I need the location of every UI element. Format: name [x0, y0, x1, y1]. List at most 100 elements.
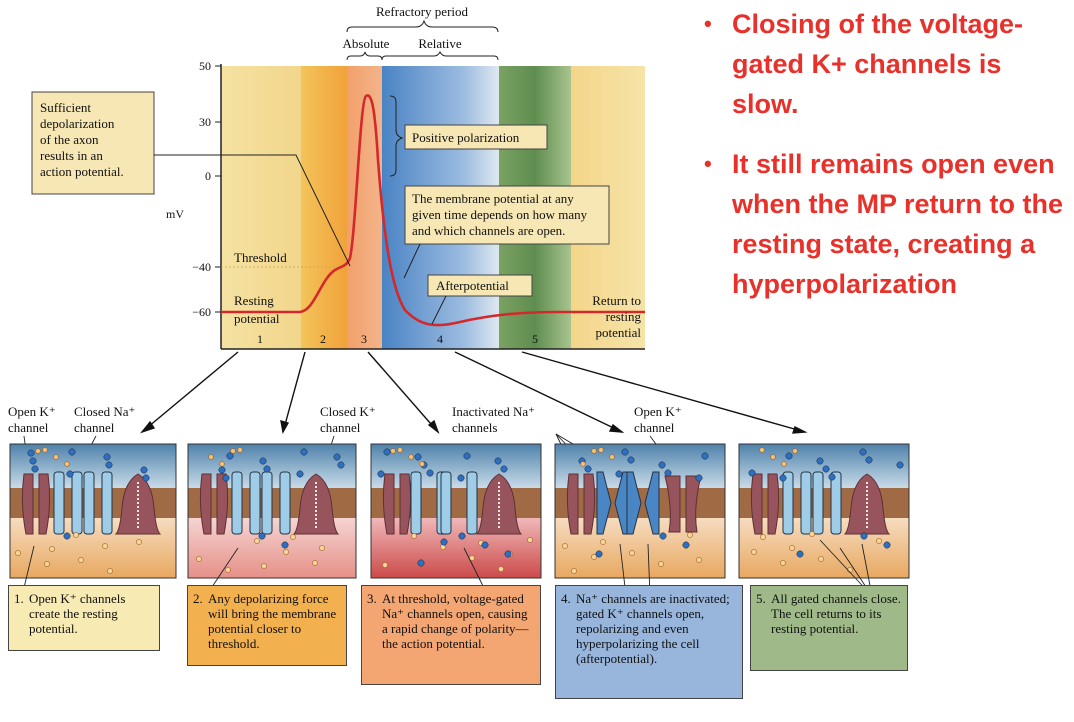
na-ion-icon: [822, 465, 830, 473]
na-channel-icon: [249, 471, 261, 535]
absolute-bracket: [346, 51, 383, 61]
k-ion-icon: [219, 461, 225, 467]
na-ion-icon: [883, 541, 891, 549]
resting-label-line1: Resting: [234, 293, 274, 308]
na-ion-icon: [259, 457, 267, 465]
k-ion-icon: [261, 563, 267, 569]
y-tick-30: 30: [199, 115, 211, 129]
na-channel-icon: [101, 471, 113, 535]
k-ion-icon: [411, 533, 417, 539]
y-tick-0: 0: [205, 169, 211, 183]
bullet-1: • Closing of the voltage-gated K+ channe…: [704, 4, 1064, 124]
k-ion-icon: [876, 538, 882, 544]
k-ion-icon: [696, 557, 702, 563]
membrane-panel-4: [554, 443, 726, 579]
bullet-dot-icon: •: [704, 11, 712, 36]
caption-5: 5. All gated channels close. The cell re…: [750, 585, 908, 671]
na-ion-icon: [865, 456, 873, 464]
na-ion-icon: [377, 470, 385, 478]
na-ion-icon: [621, 448, 629, 456]
k-ion-icon: [598, 447, 604, 453]
phase-number-4: 4: [437, 332, 443, 346]
sufficient-line2: depolarization: [40, 116, 115, 131]
positive-polarization-bracket: [389, 95, 404, 177]
caption-4-text: Na⁺ channels are inactivated; gated K⁺ c…: [576, 591, 730, 666]
k-channel-icon: [566, 473, 579, 535]
membrane-panel-5: [738, 443, 910, 579]
relative-bracket: [381, 50, 499, 61]
open-k-label-line2: channel: [8, 420, 49, 435]
k-ion-icon: [73, 532, 79, 538]
na-ion-icon: [785, 452, 793, 460]
panel-border: [9, 443, 177, 579]
na-ion-icon: [595, 550, 603, 558]
k-ion-icon: [580, 461, 586, 467]
membrane-panels: [9, 443, 910, 597]
na-ion-icon: [142, 474, 150, 482]
na-channel-icon: [644, 471, 660, 535]
closed-k-label-line2: channel: [320, 420, 361, 435]
na-ion-icon: [258, 532, 266, 540]
caption-3-number: 3.: [367, 591, 377, 606]
membrane-info-pointer: [403, 243, 421, 279]
caption-2-text: Any depolarizing force will bring the me…: [208, 591, 337, 651]
na-ion-icon: [226, 452, 234, 460]
phase-arrows: [139, 351, 808, 435]
k-ion-icon: [44, 561, 50, 567]
na-ion-icon: [218, 466, 226, 474]
threshold-label: Threshold: [234, 250, 287, 265]
na-ion-icon: [627, 456, 635, 464]
na-ion-icon: [481, 541, 489, 549]
na-ion-icon: [440, 538, 448, 546]
return-label-line2: resting: [606, 309, 642, 324]
na-ion-icon: [426, 469, 434, 477]
na-channel-icon: [279, 471, 291, 535]
na-ion-icon: [896, 461, 904, 469]
closed-na-label-line2: channel: [74, 420, 115, 435]
na-ion-icon: [66, 470, 74, 478]
na-ion-icon: [296, 470, 304, 478]
k-channel-icon: [399, 473, 412, 535]
na-ion-icon: [494, 457, 502, 465]
na-ion-icon: [458, 532, 466, 540]
na-ion-icon: [584, 465, 592, 473]
na-channel-icon: [231, 471, 243, 535]
na-ion-icon: [63, 532, 71, 540]
membrane-info-line1: The membrane potential at any: [412, 191, 574, 206]
na-ion-icon: [222, 474, 230, 482]
y-tick-minus-40: −40: [192, 260, 211, 274]
k-ion-icon: [571, 568, 577, 574]
k-ion-icon: [780, 560, 786, 566]
bullet-1-text: Closing of the voltage-gated K+ channels…: [732, 9, 1024, 119]
na-ion-icon: [281, 541, 289, 549]
caption-2-number: 2.: [193, 591, 203, 606]
na-channel-icon: [800, 471, 812, 535]
phase-2-band: [301, 66, 347, 349]
refractory-bracket: [346, 19, 499, 33]
k-channel-icon: [199, 473, 212, 535]
na-ion-icon: [615, 470, 623, 478]
na-ion-icon: [859, 448, 867, 456]
na-ion-icon: [828, 473, 836, 481]
k-ion-icon: [591, 448, 597, 454]
na-ion-icon: [701, 452, 709, 460]
membrane-panel-1: [9, 443, 177, 579]
na-ion-icon: [682, 541, 690, 549]
k-ion-icon: [498, 566, 504, 572]
caption-3-text: At threshold, voltage-gated Na⁺ channels…: [382, 591, 529, 651]
panel-border: [554, 443, 726, 579]
na-channel-icon: [410, 471, 422, 535]
na-ion-icon: [664, 469, 672, 477]
na-ion-icon: [140, 466, 148, 474]
caption-4: 4. Na⁺ channels are inactivated; gated K…: [555, 585, 743, 699]
k-ion-icon: [629, 550, 635, 556]
k-ion-icon: [42, 447, 48, 453]
k-ion-icon: [78, 557, 84, 563]
na-ion-icon: [504, 550, 512, 558]
bullet-list: • Closing of the voltage-gated K+ channe…: [704, 4, 1064, 304]
k-ion-icon: [49, 546, 55, 552]
gated-k-channel-icon: [685, 475, 702, 533]
k-channel-icon: [21, 473, 34, 535]
k-ion-icon: [102, 543, 108, 549]
